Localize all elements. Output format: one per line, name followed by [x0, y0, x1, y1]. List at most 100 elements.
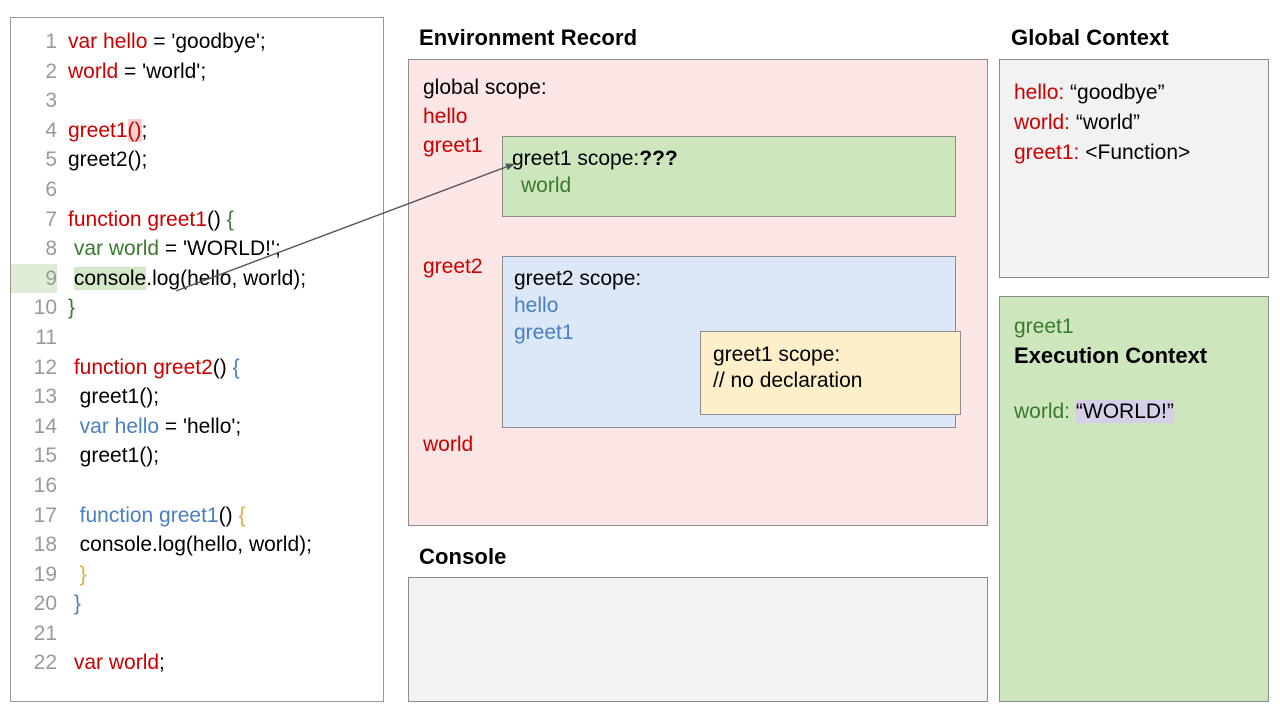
code-line[interactable]: 14 var hello = 'hello';: [11, 412, 383, 442]
global-context-title: Global Context: [1011, 25, 1169, 50]
code-token: [68, 267, 74, 290]
line-number: 19: [33, 562, 57, 586]
line-number: 16: [33, 473, 57, 497]
line-number: 4: [45, 118, 57, 142]
code-token: [68, 563, 80, 586]
code-token: {: [238, 503, 246, 527]
execution-context-box: greet1 Execution Context world: “WORLD!”: [999, 296, 1269, 702]
line-number: 12: [33, 355, 57, 379]
line-number: 3: [45, 89, 57, 113]
code-line[interactable]: 22 var world;: [11, 648, 383, 678]
line-number: 9: [11, 263, 57, 294]
code-line[interactable]: 13 greet1();: [11, 382, 383, 412]
greet1-scope-unknown-marker: ???: [639, 147, 678, 170]
inner-greet1-scope-box: greet1 scope: // no declaration: [700, 331, 961, 415]
code-line-text: console.log(hello, world);: [57, 530, 312, 560]
line-number: 1: [45, 30, 57, 53]
line-number: 6: [45, 177, 57, 201]
line-number: 11: [35, 325, 57, 349]
global-binding-hello: hello: [423, 105, 468, 128]
code-token: }: [68, 296, 76, 320]
code-token: console.log(hello, world);: [68, 533, 312, 557]
code-token: [68, 415, 80, 438]
global-context-key: hello:: [1014, 81, 1065, 104]
global-context-row: hello: “goodbye”: [1014, 78, 1268, 108]
code-token: (): [127, 118, 142, 142]
code-token: .log(hello, world);: [146, 266, 307, 290]
greet2-scope-heading: greet2 scope:: [514, 267, 642, 290]
code-line[interactable]: 19 }: [11, 560, 383, 590]
execution-context-binding-value: “WORLD!”: [1075, 400, 1174, 423]
line-number: 21: [33, 621, 57, 645]
global-binding-greet1: greet1: [423, 134, 483, 157]
console-output-box[interactable]: [408, 577, 988, 702]
global-binding-world: world: [423, 433, 474, 456]
greet2-scope-box: greet2 scope: hello greet1 greet1 scope:…: [502, 256, 961, 428]
code-line-text: function greet2() {: [57, 353, 240, 383]
code-token: (): [206, 207, 227, 231]
code-line[interactable]: 11: [11, 323, 383, 353]
code-line[interactable]: 16: [11, 471, 383, 501]
code-line[interactable]: 20 }: [11, 589, 383, 619]
environment-record-title: Environment Record: [419, 25, 638, 50]
code-line[interactable]: 8 var world = 'WORLD!';: [11, 234, 383, 264]
line-number: 5: [45, 148, 57, 172]
line-number: 15: [33, 444, 57, 468]
global-scope-label: global scope:: [423, 76, 547, 99]
code-line-text: var hello = 'hello';: [57, 412, 242, 442]
code-token: (): [218, 503, 239, 527]
code-line[interactable]: 9 console.log(hello, world);: [11, 263, 383, 294]
global-context-value: <Function>: [1079, 141, 1191, 164]
global-binding-greet2: greet2: [423, 255, 483, 278]
code-token: ;: [159, 651, 165, 675]
code-line[interactable]: 15 greet1();: [11, 441, 383, 471]
global-context-row: world: “world”: [1014, 108, 1268, 138]
greet2-scope-binding-hello: hello: [514, 294, 559, 317]
greet1-scope-box: greet1 scope:??? world: [502, 136, 956, 217]
line-number: 10: [33, 296, 57, 320]
execution-context-binding-key: world:: [1014, 400, 1071, 423]
code-token: {: [232, 355, 240, 379]
execution-context-heading: Execution Context: [1014, 343, 1208, 368]
inner-greet1-scope-heading: greet1 scope:: [713, 343, 841, 366]
code-token: function greet2: [73, 355, 213, 379]
code-line-text: var world = 'WORLD!';: [57, 234, 281, 264]
line-number: 18: [33, 533, 57, 557]
code-token: }: [79, 562, 87, 586]
code-token: }: [73, 592, 81, 616]
execution-context-binding-world: world: “WORLD!”: [1014, 400, 1268, 424]
inner-greet1-scope-note: // no declaration: [713, 369, 863, 392]
execution-context-function-name: greet1: [1014, 315, 1074, 338]
code-line-text: }: [57, 589, 81, 619]
code-token: var world: [73, 651, 160, 675]
global-context-value: “goodbye”: [1064, 81, 1165, 104]
code-line[interactable]: 3: [11, 86, 383, 116]
code-token: var hello: [79, 414, 160, 438]
global-context-value: “world”: [1070, 111, 1141, 134]
code-line-text: greet1();: [57, 116, 147, 146]
code-line-text: var world;: [57, 648, 165, 678]
code-line-text: world = 'world';: [57, 57, 206, 87]
code-line-text: function greet1() {: [57, 501, 246, 531]
global-context-row: greet1: <Function>: [1014, 138, 1268, 168]
code-line[interactable]: 10}: [11, 293, 383, 323]
code-token: {: [226, 207, 234, 231]
code-line[interactable]: 17 function greet1() {: [11, 501, 383, 531]
code-token: function greet1: [79, 503, 219, 527]
code-line[interactable]: 6: [11, 175, 383, 205]
code-token: = 'WORLD!';: [159, 237, 281, 261]
code-line-text: greet2();: [57, 145, 147, 175]
code-token: ;: [141, 118, 148, 142]
code-line[interactable]: 21: [11, 619, 383, 649]
code-line-text: }: [57, 293, 75, 323]
code-line[interactable]: 18 console.log(hello, world);: [11, 530, 383, 560]
code-line-text: greet1();: [57, 441, 159, 471]
code-token: = 'goodbye';: [147, 30, 266, 53]
code-line[interactable]: 12 function greet2() {: [11, 353, 383, 383]
